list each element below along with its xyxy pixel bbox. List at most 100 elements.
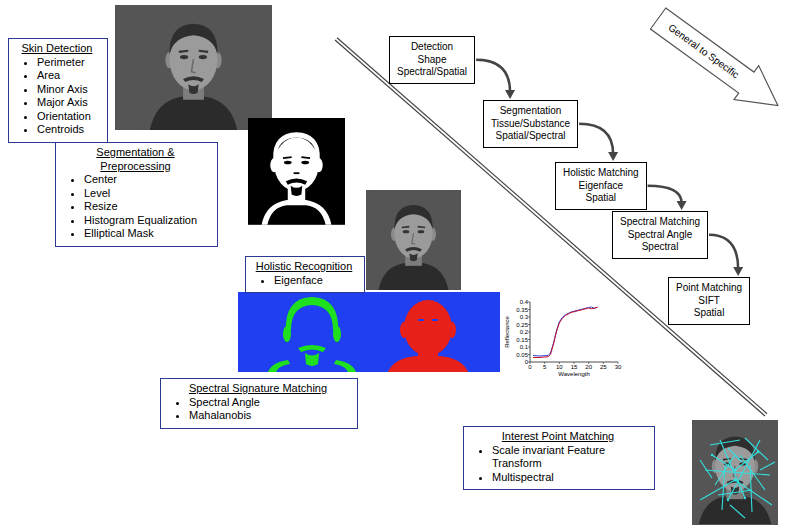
feature-box: Holistic RecognitionEigenface xyxy=(245,256,365,293)
direction-arrow: General to Specific xyxy=(644,0,785,124)
bullet-item: Elliptical Mask xyxy=(84,227,209,241)
feature-box: Skin DetectionPerimeterAreaMinor AxisMaj… xyxy=(8,38,108,143)
sift-keypoint-image xyxy=(692,421,778,524)
box-text: Spatial/Spectral xyxy=(491,130,570,143)
bullet-list: PerimeterAreaMinor AxisMajor AxisOrienta… xyxy=(15,56,99,137)
spectral-classification-image xyxy=(238,292,500,372)
bullet-item: Scale invariant Feature Transform xyxy=(492,444,646,471)
flow-arrow xyxy=(648,186,687,210)
face-mask-image xyxy=(283,156,310,159)
face-mask-image xyxy=(262,200,332,225)
bullet-item: Mahalanobis xyxy=(189,409,349,423)
bullet-item: Perimeter xyxy=(37,56,99,70)
bullet-item: Minor Axis xyxy=(37,83,99,97)
process-box: Spectral MatchingSpectral AngleSpectral xyxy=(612,211,708,259)
sift-keypoint-image xyxy=(711,454,713,456)
divider-double-line xyxy=(335,40,765,416)
bullet-item: Orientation xyxy=(37,110,99,124)
bullet-item: Level xyxy=(84,187,209,201)
spectral-classification-image xyxy=(305,353,319,366)
sift-keypoint-image xyxy=(734,469,737,472)
bullet-item: Area xyxy=(37,69,99,83)
axis-label: Wavelength xyxy=(558,371,589,378)
bullet-item: Multispectral xyxy=(492,471,646,485)
spectral-signature-plot xyxy=(533,307,598,357)
tick-label: 0.3 xyxy=(520,314,528,321)
divider-double-line xyxy=(335,38,767,416)
bullet-list: Eigenface xyxy=(252,274,356,288)
spectral-signature-plot xyxy=(502,298,622,380)
spectral-classification-image xyxy=(334,360,356,372)
flow-arrow xyxy=(476,60,510,92)
spectral-classification-image xyxy=(238,292,500,372)
spectral-classification-image xyxy=(404,300,452,356)
sift-keypoint-image xyxy=(757,451,759,453)
bullet-item: Histogram Equalization xyxy=(84,214,209,228)
spectral-classification-image xyxy=(286,297,338,332)
process-box: DetectionShapeSpectral/Spatial xyxy=(389,36,475,84)
sift-keypoint-image xyxy=(730,505,745,518)
tick-label: 5 xyxy=(543,364,546,371)
sift-keypoint-image xyxy=(692,420,778,525)
bullet-item: Center xyxy=(84,173,209,187)
box-text: Spectral xyxy=(620,241,700,254)
spectral-classification-image xyxy=(298,345,326,352)
face-photo xyxy=(366,190,461,290)
bullet-list: Spectral AngleMahalanobis xyxy=(167,396,349,423)
spectral-classification-image xyxy=(283,326,291,342)
face-mask-image xyxy=(301,161,309,165)
tick-label: 25 xyxy=(600,364,607,371)
face-mask-image xyxy=(248,118,345,225)
box-text: Spatial xyxy=(676,307,742,320)
box-heading: Spectral Signature Matching xyxy=(167,382,349,396)
box-heading: Interest Point Matching xyxy=(470,430,646,444)
arrow-head xyxy=(608,152,618,161)
sift-keypoint-image xyxy=(705,470,770,475)
sift-keypoint-image xyxy=(744,497,746,499)
feature-box: Spectral Signature MatchingSpectral Angl… xyxy=(160,378,358,429)
process-box: Point MatchingSIFTSpatial xyxy=(668,277,750,325)
spectral-signature-plot xyxy=(528,302,530,362)
tick-label: 0 xyxy=(525,359,528,366)
sift-keypoint-image xyxy=(760,462,775,470)
bullet-item: Centroids xyxy=(37,123,99,137)
flow-arrow xyxy=(579,124,613,154)
sift-keypoint-image xyxy=(700,438,775,518)
flow-arrow xyxy=(476,60,515,99)
box-title: Point Matching xyxy=(676,282,742,295)
sift-keypoint-image xyxy=(711,451,759,501)
sift-keypoint-image xyxy=(692,420,778,525)
spectral-signature-plot xyxy=(530,302,618,362)
box-title: Segmentation xyxy=(491,105,570,118)
feature-box: Interest Point MatchingScale invariant F… xyxy=(463,426,655,490)
spectral-classification-image xyxy=(333,326,341,342)
axis-label: Reflectance xyxy=(504,316,511,348)
face-photo xyxy=(141,5,245,130)
face-mask-image xyxy=(294,172,300,174)
bullet-item: Eigenface xyxy=(274,274,356,288)
tick-label: 20 xyxy=(585,364,592,371)
flow-arrow xyxy=(579,124,618,161)
bullet-item: Spectral Angle xyxy=(189,396,349,410)
box-text: Spatial xyxy=(563,192,639,205)
face-photo xyxy=(366,190,461,290)
tick-label: 0.15 xyxy=(516,336,528,343)
box-heading: Skin Detection xyxy=(15,42,99,56)
flow-arrow xyxy=(648,186,682,203)
tick-label: 0.05 xyxy=(516,351,528,358)
sift-keypoint-image xyxy=(700,460,712,478)
box-title: Spectral Matching xyxy=(620,216,700,229)
box-text: Eigenface xyxy=(563,180,639,193)
tick-label: 30 xyxy=(615,364,622,371)
box-text: Shape xyxy=(397,54,467,67)
face-photo xyxy=(115,5,272,130)
tick-label: 0.35 xyxy=(516,306,528,313)
tick-label: 0.4 xyxy=(520,299,528,306)
face-mask-image xyxy=(273,132,320,159)
bullet-list: CenterLevelResizeHistogram EqualizationE… xyxy=(62,173,209,241)
bullet-item: Major Axis xyxy=(37,96,99,110)
flow-arrow xyxy=(709,235,743,276)
box-title: Holistic Matching xyxy=(563,167,639,180)
sift-keypoint-image xyxy=(700,480,735,500)
